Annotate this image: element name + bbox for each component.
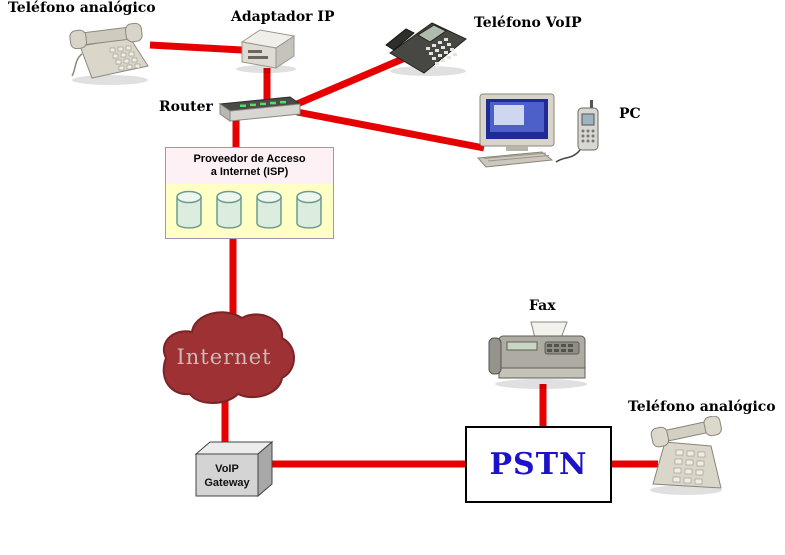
isp-server-cylinder bbox=[176, 190, 202, 229]
label-router: Router bbox=[159, 99, 213, 115]
phone-keypad-icon bbox=[109, 45, 141, 71]
label-analog-phone-bottom: Teléfono analógico bbox=[628, 399, 776, 415]
label-fax: Fax bbox=[529, 298, 556, 314]
pc-image bbox=[476, 93, 599, 168]
label-pc: PC bbox=[619, 106, 641, 122]
pstn-label: PSTN bbox=[489, 447, 588, 482]
ip-adapter-image bbox=[236, 29, 296, 73]
label-voip-phone: Teléfono VoIP bbox=[474, 15, 582, 31]
internet-label: Internet bbox=[176, 345, 271, 369]
pstn-box: PSTN bbox=[465, 426, 612, 503]
fax-handset-icon bbox=[488, 337, 502, 375]
cloud-shape-icon bbox=[162, 311, 295, 404]
analog-phone-top-image bbox=[69, 22, 149, 85]
wire-analog-phone-to-adapter bbox=[149, 41, 243, 54]
internet-cloud: Internet bbox=[162, 311, 295, 404]
phone-keypad-icon bbox=[672, 449, 706, 485]
isp-label-line1: Proveedor de Acceso bbox=[193, 153, 306, 165]
voip-phone-keypad-icon bbox=[426, 38, 457, 65]
router-image bbox=[218, 96, 302, 122]
voip-gateway-image: VoIP Gateway bbox=[194, 440, 274, 498]
gateway-label-line1: VoIP bbox=[215, 463, 239, 475]
fax-image bbox=[488, 321, 587, 389]
analog-phone-bottom-image bbox=[650, 416, 722, 495]
label-analog-phone-top: Teléfono analógico bbox=[8, 0, 156, 16]
isp-server-cylinder bbox=[296, 190, 322, 229]
pc-keyboard-icon bbox=[476, 151, 554, 168]
gateway-label-line2: Gateway bbox=[204, 477, 250, 489]
fax-buttons-icon bbox=[547, 344, 573, 352]
isp-server-cylinder bbox=[216, 190, 242, 229]
isp-label-line2: a Internet (ISP) bbox=[210, 166, 289, 178]
phone-handset-icon bbox=[650, 416, 722, 448]
router-leds-icon bbox=[240, 100, 286, 107]
isp-box: Proveedor de Acceso a Internet (ISP) bbox=[165, 147, 334, 239]
voip-phone-display-icon bbox=[417, 24, 447, 43]
wire-router-to-voip-phone bbox=[295, 54, 407, 108]
isp-server-cylinder bbox=[256, 190, 282, 229]
fax-display-icon bbox=[506, 341, 538, 351]
cell-phone-icon bbox=[555, 100, 599, 163]
wire-router-to-pc bbox=[296, 108, 485, 152]
label-adapter: Adaptador IP bbox=[231, 9, 335, 25]
phone-handset-icon bbox=[69, 22, 143, 50]
voip-phone-handset-icon bbox=[385, 28, 415, 51]
voip-phone-image bbox=[385, 22, 467, 76]
isp-servers bbox=[176, 190, 322, 232]
